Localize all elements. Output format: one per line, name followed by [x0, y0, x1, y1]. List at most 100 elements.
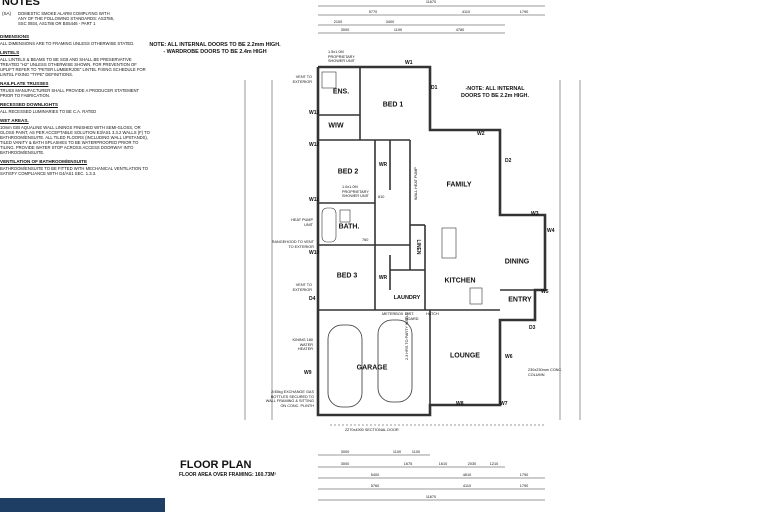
dimension: 1790	[519, 10, 529, 14]
dimension: 1790	[519, 473, 529, 477]
window-label: W8	[456, 401, 464, 407]
room-laundry: LAUNDRY	[393, 295, 421, 301]
window-label: W5	[541, 289, 549, 295]
dimension: 4780	[455, 28, 465, 32]
annotation-shower-mid: 1.0x1.0M PROPRIETARY SHOWER UNIT	[342, 185, 369, 198]
window-label: W12	[309, 142, 320, 148]
smoke-alarm-note: (SA) DOMESTIC SMOKE ALARM COMPLYING WITH…	[2, 11, 158, 26]
room-bed-2: BED 2	[337, 168, 359, 176]
dimension: 4610	[462, 473, 472, 477]
dimension: 5760	[370, 484, 380, 488]
window-label: W1	[405, 60, 413, 66]
smoke-alarm-text: DOMESTIC SMOKE ALARM COMPLYING WITH ANY …	[18, 11, 115, 26]
drawing-title: FLOOR PLAN	[180, 459, 252, 471]
door-label: D3	[529, 325, 536, 331]
annotation-wall-heat-pump: WALL HEAT PUMP	[414, 167, 418, 200]
room-bathroom: BATH.	[338, 223, 360, 231]
note-heading: WET AREAS.	[0, 118, 29, 123]
window-label: W3	[531, 211, 539, 217]
outer-walls	[316, 65, 547, 417]
annotation-hatch: HATCH	[426, 312, 439, 316]
annotation-water-heater: KINING 180 WATER HEATER	[292, 338, 313, 351]
plan-note-doors-right: -NOTE: ALL INTERNAL DOORS TO BE 2.2m HIG…	[461, 86, 529, 99]
room-dining: DINING	[504, 258, 530, 266]
dimension: 1610	[438, 462, 448, 466]
note-heading: DIMENSIONS	[0, 34, 30, 39]
note-wet-areas: WET AREAS. 10mm GIB AQUALINE WALL LININGS…	[0, 118, 158, 155]
room-family: FAMILY	[446, 181, 472, 189]
dimension-overall-bottom: 11670	[425, 495, 437, 499]
dimension: 2030	[467, 462, 477, 466]
note-text: TRUSS MANUFACTURER SHALL PROVIDE A PRODU…	[0, 88, 139, 98]
note-heading: LINTELS	[0, 50, 20, 55]
annotation-gas-bottles: 2/45kg EXCHANGE GAS BOTTLES SECURED TO W…	[265, 390, 314, 408]
room-wardrobe-3: WR	[378, 275, 388, 281]
smoke-alarm-tag: (SA)	[2, 11, 11, 16]
room-entry: ENTRY	[508, 296, 532, 304]
note-ventilation: VENTILATION OF BATHROOM/ENSUITE BATHROOM/…	[0, 159, 158, 176]
note-text: ALL DIMENSIONS ARE TO FRAMING UNLESS OTH…	[0, 41, 135, 46]
dimension: 3000	[340, 28, 350, 32]
note-downlights: RECESSED DOWNLIGHTS ALL RECESSED LUMINARI…	[0, 102, 158, 114]
note-text: ALL LINTELS & BEAMS TO BE SG8 AND SHALL …	[0, 57, 146, 77]
drawing-subtitle: FLOOR AREA OVER FRAMING: 160.73M²	[179, 472, 277, 478]
room-kitchen: KITCHEN	[444, 277, 476, 285]
dimension: 1100	[411, 450, 421, 454]
note-lintels: LINTELS ALL LINTELS & BEAMS TO BE SG8 AND…	[0, 50, 158, 77]
door-label: D1	[431, 85, 438, 91]
room-linen: LINEN	[415, 239, 421, 255]
door-label: D4	[309, 296, 316, 302]
window-label: W2	[477, 131, 485, 137]
annotation-column: 230x230mm CONC. COLUMN	[528, 368, 563, 377]
note-text: 10mm GIB AQUALINE WALL LININGS FINISHED …	[0, 125, 150, 155]
window-label: W4	[547, 228, 555, 234]
dimension: 1210	[489, 462, 499, 466]
notes-title: NOTES	[2, 0, 40, 8]
window-label: W9	[304, 370, 312, 376]
room-bed-3: BED 3	[336, 272, 358, 280]
dimension: 3000	[340, 462, 350, 466]
annotation-dist-board: DIST. BOARD	[405, 312, 419, 321]
note-heading: NAILPLATE TRUSSES	[0, 81, 49, 86]
dimension: 5400	[370, 473, 380, 477]
dimension: 1790	[519, 484, 529, 488]
plan-note-doors-left: NOTE: ALL INTERNAL DOORS TO BE 2.2mm HIG…	[149, 42, 281, 55]
dimension: 4110	[462, 484, 472, 488]
dimension: 2100	[333, 20, 343, 24]
note-text: BATHROOM/ENSUITE TO BE FITTED WITH MECHA…	[0, 166, 149, 176]
garage-cars	[327, 319, 413, 408]
dimension: 1100	[393, 28, 403, 32]
annotation-sectional-door: 2270x4900 SECTIONAL DOOR	[345, 428, 399, 432]
door-size: 760	[362, 238, 369, 242]
window-label: W11	[309, 197, 320, 203]
annotation-vent-1: VENT TO EXTERIOR	[292, 75, 312, 84]
window-label: W10	[309, 250, 320, 256]
dimension: 1675	[403, 462, 413, 466]
room-wiw: WIW	[328, 122, 344, 130]
dimension: 4110	[461, 10, 471, 14]
note-heading: VENTILATION OF BATHROOM/ENSUITE	[0, 159, 88, 164]
dimension-lines	[244, 5, 581, 501]
dimension-overall-top: 11670	[425, 0, 437, 4]
dimension: 3000	[340, 450, 350, 454]
window-label: W6	[505, 354, 513, 360]
note-text: ALL RECESSED LUMINARIES TO BE C.A. RATED	[0, 109, 97, 114]
note-trusses: NAILPLATE TRUSSES TRUSS MANUFACTURER SHAL…	[0, 81, 158, 98]
note-dimensions: DIMENSIONS ALL DIMENSIONS ARE TO FRAMING …	[0, 34, 158, 46]
fixtures	[321, 71, 545, 426]
window-label: W7	[500, 401, 508, 407]
window-label: W13	[309, 110, 320, 116]
internal-walls	[318, 67, 535, 405]
room-lounge: LOUNGE	[450, 352, 480, 360]
door-label: D2	[505, 158, 512, 164]
room-wardrobe-2: WR	[378, 162, 388, 168]
notes-panel: NOTES (SA) DOMESTIC SMOKE ALARM COMPLYIN…	[0, 0, 158, 180]
dimension: 3400	[385, 20, 395, 24]
annotation-vent-2: VENT TO EXTERIOR	[292, 283, 312, 292]
room-garage: GARAGE	[356, 364, 388, 372]
dimension: 1100	[392, 450, 402, 454]
annotation-meterbox: METERBOX	[382, 312, 404, 316]
note-heading: RECESSED DOWNLIGHTS	[0, 102, 58, 107]
annotation-party-wall: 2.3 HRS TO PARTY WALLS	[405, 312, 409, 360]
